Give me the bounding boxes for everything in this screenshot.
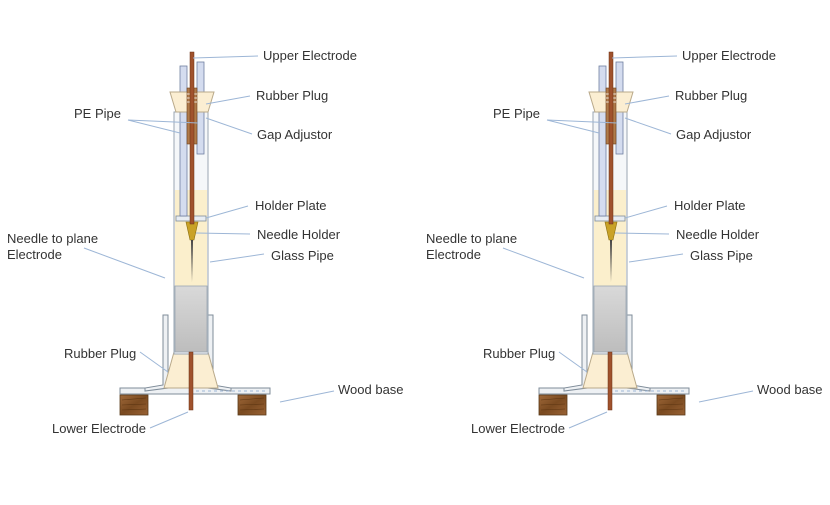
base-plate	[119, 387, 271, 395]
lower-electrode	[188, 351, 194, 411]
label-electrode-right: Electrode	[426, 247, 481, 262]
lower-electrode-body	[593, 285, 627, 353]
lower-electrode	[607, 351, 613, 411]
label-upper-electrode-left: Upper Electrode	[263, 48, 357, 63]
label-rubber-plug-top-left: Rubber Plug	[256, 88, 329, 103]
label-needle-holder-left: Needle Holder	[257, 227, 341, 242]
needle	[610, 240, 612, 282]
base-plate	[538, 387, 690, 395]
support-bracket-left	[144, 314, 169, 392]
label-needle-to-plane-left: Needle to plane	[7, 231, 99, 246]
apparatus-right	[502, 51, 754, 429]
label-pe-pipe-left: PE Pipe	[74, 106, 121, 121]
pe-pipe-left	[179, 65, 188, 217]
label-rubber-plug-bottom-left: Rubber Plug	[64, 346, 137, 361]
apparatus-left	[83, 51, 335, 429]
label-lower-electrode-right: Lower Electrode	[471, 421, 565, 436]
label-glass-pipe-left: Glass Pipe	[271, 248, 334, 263]
label-wood-base-left: Wood base	[338, 382, 404, 397]
label-pe-pipe-right: PE Pipe	[493, 106, 540, 121]
label-needle-to-plane-right: Needle to plane	[426, 231, 518, 246]
needle	[191, 240, 193, 282]
label-gap-adjustor-right: Gap Adjustor	[676, 127, 752, 142]
label-gap-adjustor-left: Gap Adjustor	[257, 127, 333, 142]
label-needle-holder-right: Needle Holder	[676, 227, 760, 242]
pe-pipe-left	[598, 65, 607, 217]
label-wood-base-right: Wood base	[757, 382, 823, 397]
lower-electrode-body	[174, 285, 208, 353]
label-holder-plate-right: Holder Plate	[674, 198, 746, 213]
label-electrode-left: Electrode	[7, 247, 62, 262]
support-bracket-left	[563, 314, 588, 392]
label-holder-plate-left: Holder Plate	[255, 198, 327, 213]
label-upper-electrode-right: Upper Electrode	[682, 48, 776, 63]
label-lower-electrode-left: Lower Electrode	[52, 421, 146, 436]
label-glass-pipe-right: Glass Pipe	[690, 248, 753, 263]
label-rubber-plug-top-right: Rubber Plug	[675, 88, 748, 103]
upper-electrode	[189, 51, 195, 225]
label-rubber-plug-bottom-right: Rubber Plug	[483, 346, 556, 361]
upper-electrode	[608, 51, 614, 225]
